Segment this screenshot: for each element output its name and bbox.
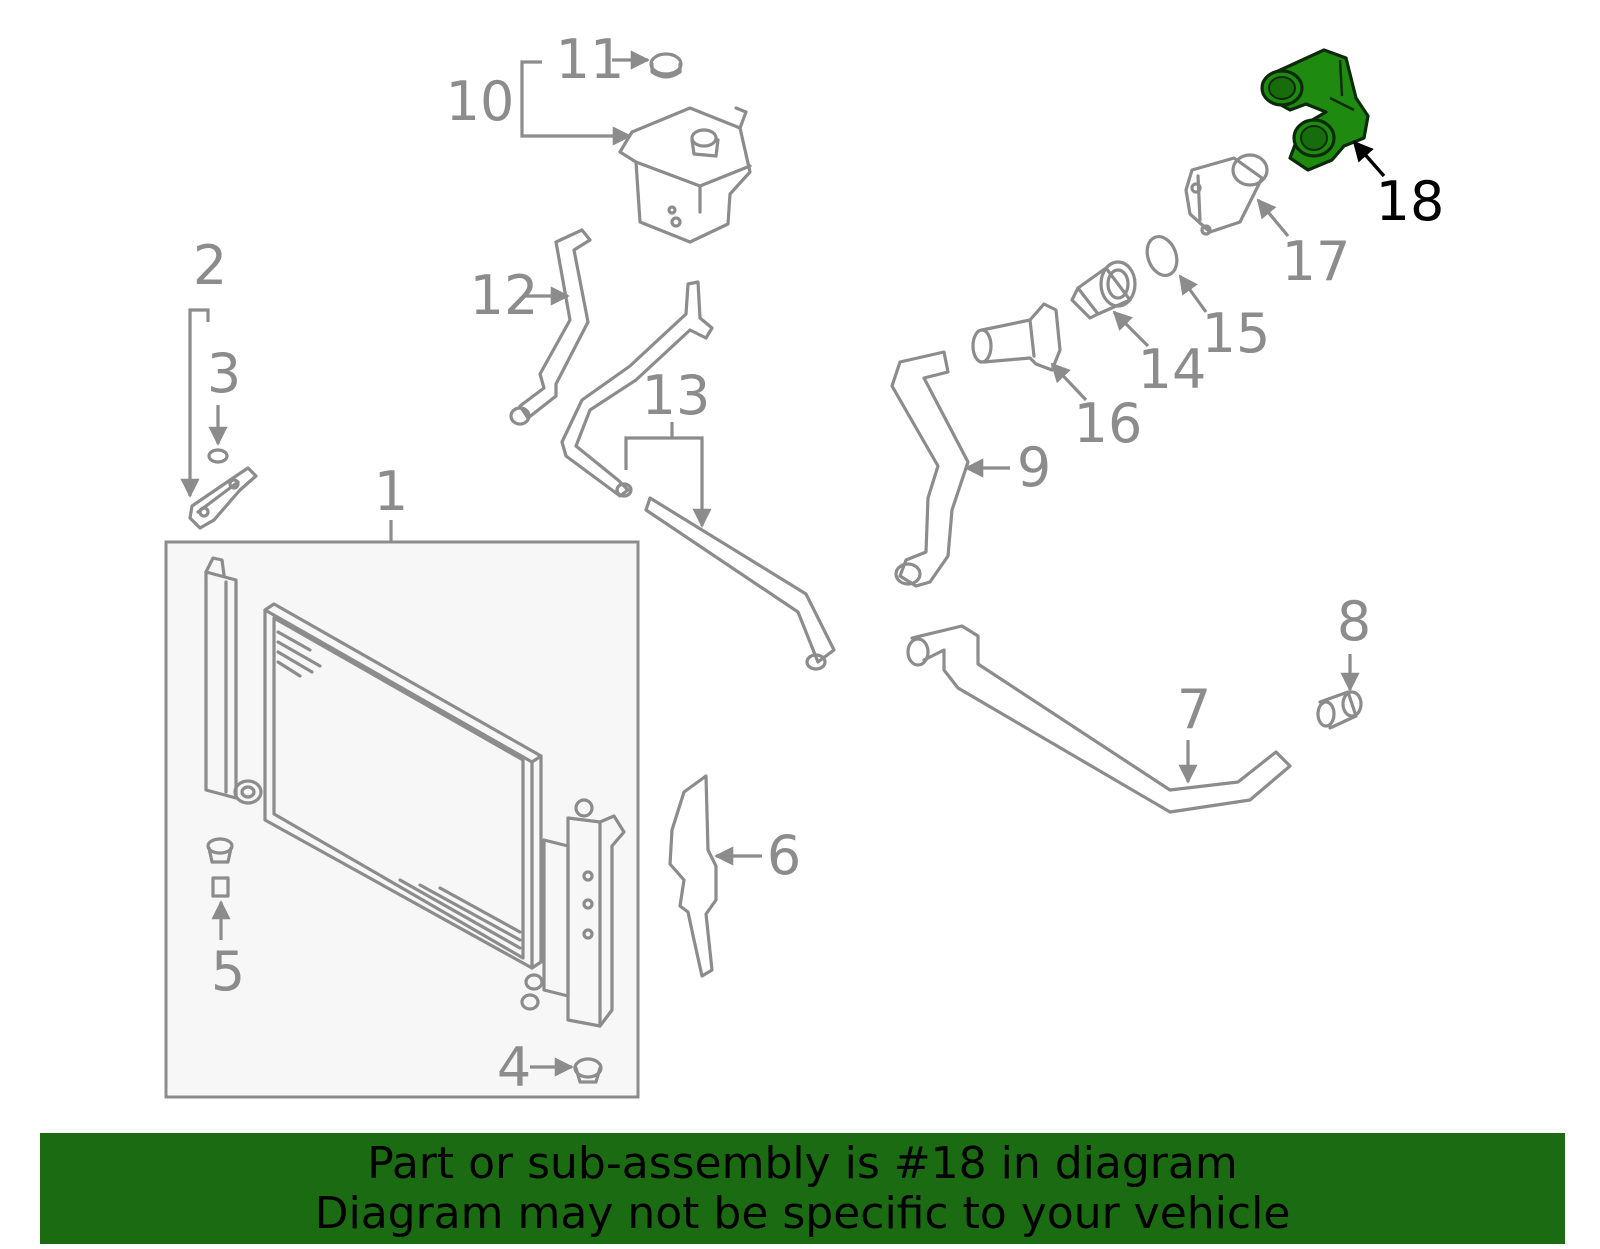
part-14-thermostat [1070, 260, 1150, 348]
callout-3: 3 [207, 342, 241, 405]
part-3-grommet [207, 405, 229, 464]
banner-disclaimer-line: Diagram may not be specific to your vehi… [314, 1187, 1291, 1239]
callout-14: 14 [1138, 338, 1207, 401]
part-11-cap [612, 50, 683, 79]
callout-5: 5 [211, 940, 245, 1003]
part-10-reservoir [520, 60, 752, 244]
callout-2: 2 [193, 234, 227, 297]
info-banner: Part or sub-assembly is #18 in diagram D… [40, 1133, 1565, 1244]
radiator-assembly [164, 520, 640, 1099]
part-13-pipe [560, 280, 836, 671]
part-5-mount [206, 837, 234, 940]
callout-17: 17 [1282, 230, 1351, 293]
callout-9: 9 [1017, 436, 1051, 499]
callout-16: 16 [1074, 392, 1143, 455]
callout-13: 13 [642, 364, 711, 427]
part-4-plug [530, 1057, 603, 1084]
callout-15: 15 [1202, 302, 1271, 365]
callout-8: 8 [1337, 590, 1371, 653]
part-9-upper-hose [890, 350, 1010, 588]
callout-10: 10 [446, 70, 515, 133]
part-2-bracket [180, 308, 258, 530]
part-12-hose [509, 228, 592, 426]
callout-12: 12 [470, 264, 539, 327]
part-15-o-ring [1145, 235, 1208, 313]
part-18-coolant-outlet [1260, 48, 1386, 178]
part-8-plug [1316, 654, 1363, 730]
callout-18: 18 [1376, 170, 1445, 233]
part-6-air-guide [668, 774, 762, 978]
part-17-thermostat-housing [1184, 153, 1290, 238]
callout-6: 6 [767, 824, 801, 887]
callout-4: 4 [497, 1036, 531, 1099]
part-16-water-outlet [971, 302, 1088, 402]
part-7-lower-hose [906, 624, 1292, 814]
callout-1: 1 [374, 460, 408, 523]
callout-7: 7 [1177, 678, 1211, 741]
banner-part-line: Part or sub-assembly is #18 in diagram [367, 1137, 1238, 1189]
callout-11: 11 [556, 28, 625, 91]
